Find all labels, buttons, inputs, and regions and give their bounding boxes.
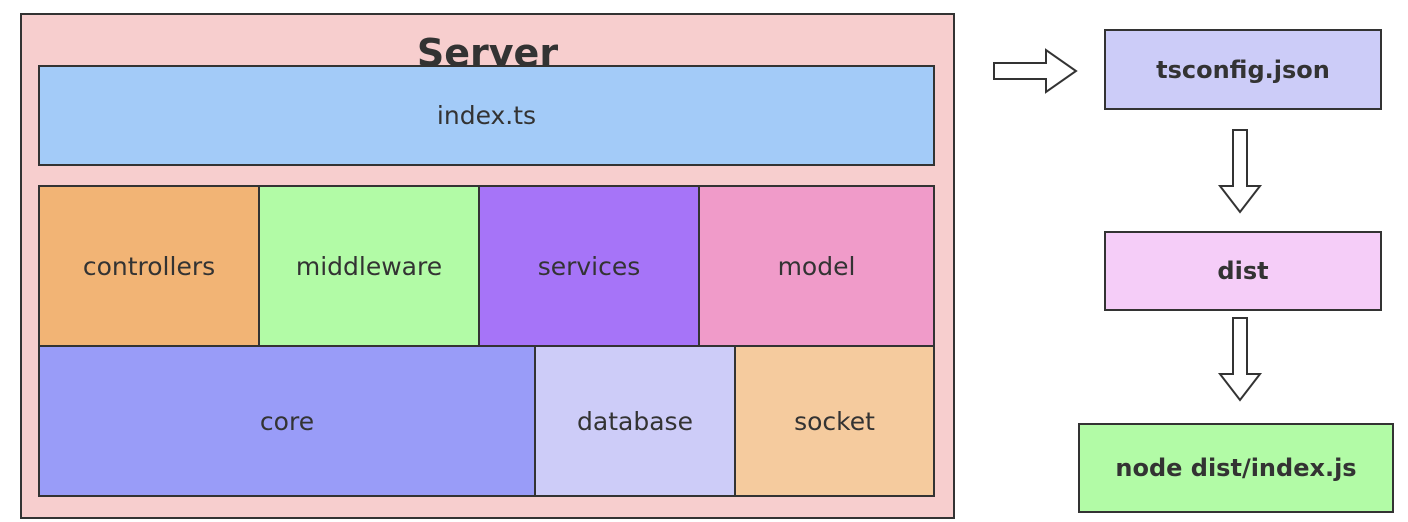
- model-block: model: [698, 185, 935, 347]
- controllers-block: controllers: [38, 185, 260, 347]
- core-block: core: [38, 345, 536, 497]
- down-arrow-icon: [1217, 129, 1263, 214]
- index-ts-block: index.ts: [38, 65, 935, 166]
- dist-block: dist: [1104, 231, 1382, 311]
- middleware-block: middleware: [258, 185, 480, 347]
- tsconfig-block: tsconfig.json: [1104, 29, 1382, 110]
- socket-block: socket: [734, 345, 935, 497]
- node-run-block: node dist/index.js: [1078, 423, 1394, 513]
- database-block: database: [534, 345, 736, 497]
- down-arrow-icon: [1217, 317, 1263, 402]
- right-arrow-icon: [993, 48, 1078, 94]
- services-block: services: [478, 185, 700, 347]
